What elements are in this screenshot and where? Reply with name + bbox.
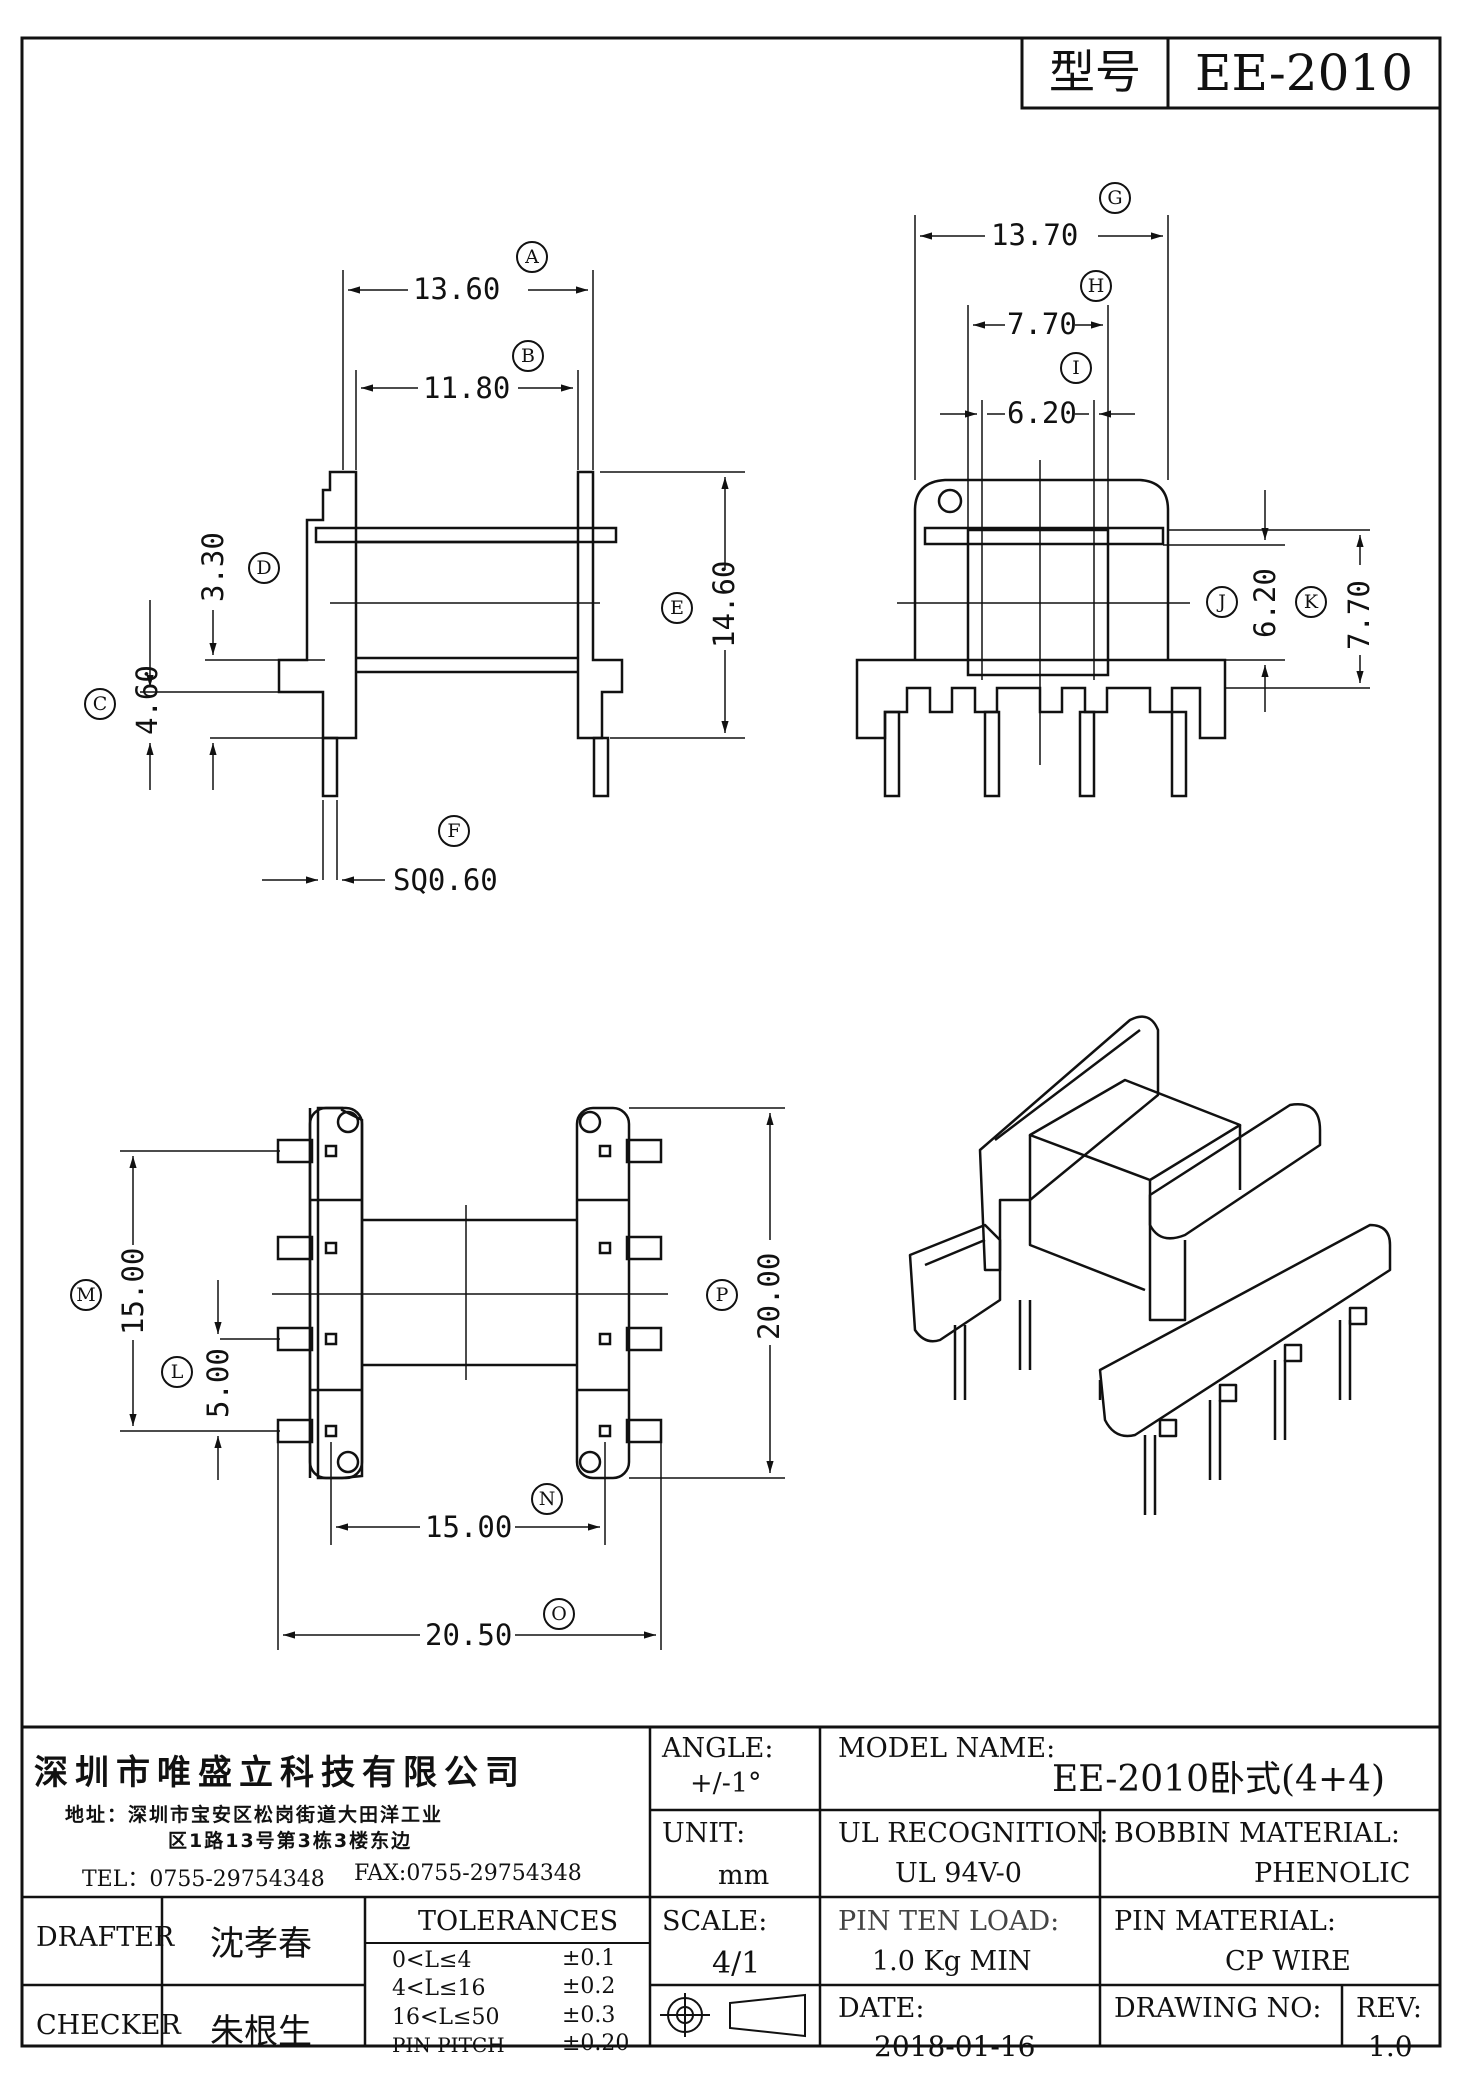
projection-symbol xyxy=(660,1993,806,2038)
model-label: 型号 xyxy=(1049,45,1141,99)
bottom-view-centerline xyxy=(272,1205,668,1380)
side-view xyxy=(855,478,1227,798)
bottom-view xyxy=(276,1106,663,1480)
side-view-centerline xyxy=(897,460,1190,765)
isometric-view xyxy=(908,1015,1392,1515)
front-view xyxy=(277,470,624,798)
model-value: EE-2010 xyxy=(1195,44,1413,102)
model-header: 型号 EE-2010 xyxy=(1020,36,1442,110)
title-block-grid xyxy=(22,1725,1440,2046)
sheet-border xyxy=(20,36,1442,2048)
